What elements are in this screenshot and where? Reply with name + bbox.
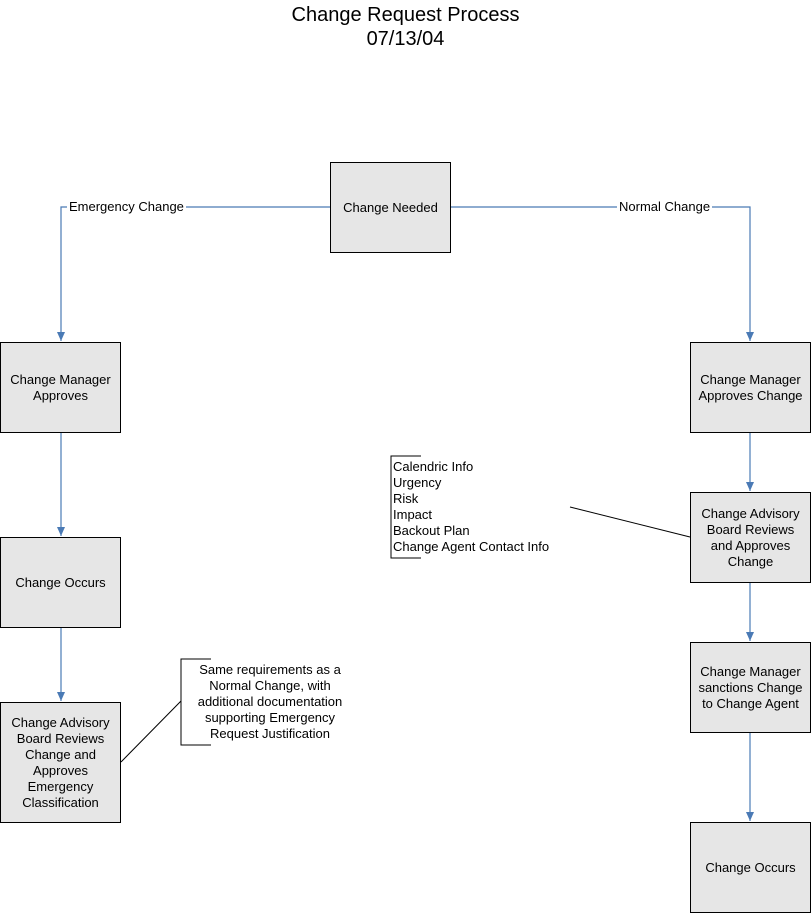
annotation-item: Backout Plan [393,523,470,538]
annotation-item: Change Agent Contact Info [393,539,550,554]
node-label: Change Advisory Board Reviews Change and… [11,714,110,810]
diagram-title: Change Request Process [291,4,520,26]
node-label: Change Manager Approves Change [698,371,803,403]
edge-label-emergency: Emergency Change [67,199,186,215]
annotation-item: Risk [393,491,419,506]
node-label: Change Needed [343,199,438,215]
annotation-item: Impact [393,507,433,522]
annotation-item: Calendric Info [393,459,474,474]
node-emergency-change-occurs[interactable]: Change Occurs [0,537,121,628]
node-label: Change Occurs [705,859,796,875]
connector-normal-change [450,206,754,341]
annotation-bracket-normal [390,455,421,559]
node-label: Change Advisory Board Reviews and Approv… [701,505,800,569]
node-emergency-manager-approves[interactable]: Change Manager Approves [0,342,121,433]
node-normal-manager-sanctions[interactable]: Change Manager sanctions Change to Chang… [690,642,811,733]
annotation-leader-emergency [120,700,182,763]
node-normal-change-occurs[interactable]: Change Occurs [690,822,811,913]
node-normal-manager-approves[interactable]: Change Manager Approves Change [690,342,811,433]
annotation-item: Urgency [393,475,442,490]
annotation-leader-normal [569,506,691,538]
annotation-emergency-requirements: Same requirements as a Normal Change, wi… [197,662,343,741]
node-label: Change Manager Approves [10,371,111,403]
node-normal-cab-review[interactable]: Change Advisory Board Reviews and Approv… [690,492,811,583]
diagram-date: 07/13/04 [366,28,445,50]
connector-emergency-change [57,206,330,341]
edge-label-normal: Normal Change [617,199,713,215]
annotation-bracket-emergency [180,658,211,746]
node-label: Change Occurs [15,574,106,590]
node-change-needed[interactable]: Change Needed [330,162,451,253]
annotation-normal-requirements: Calendric Info Urgency Risk Impact Backo… [393,459,549,555]
node-emergency-cab-review[interactable]: Change Advisory Board Reviews Change and… [0,702,121,823]
node-label: Change Manager sanctions Change to Chang… [698,663,803,711]
